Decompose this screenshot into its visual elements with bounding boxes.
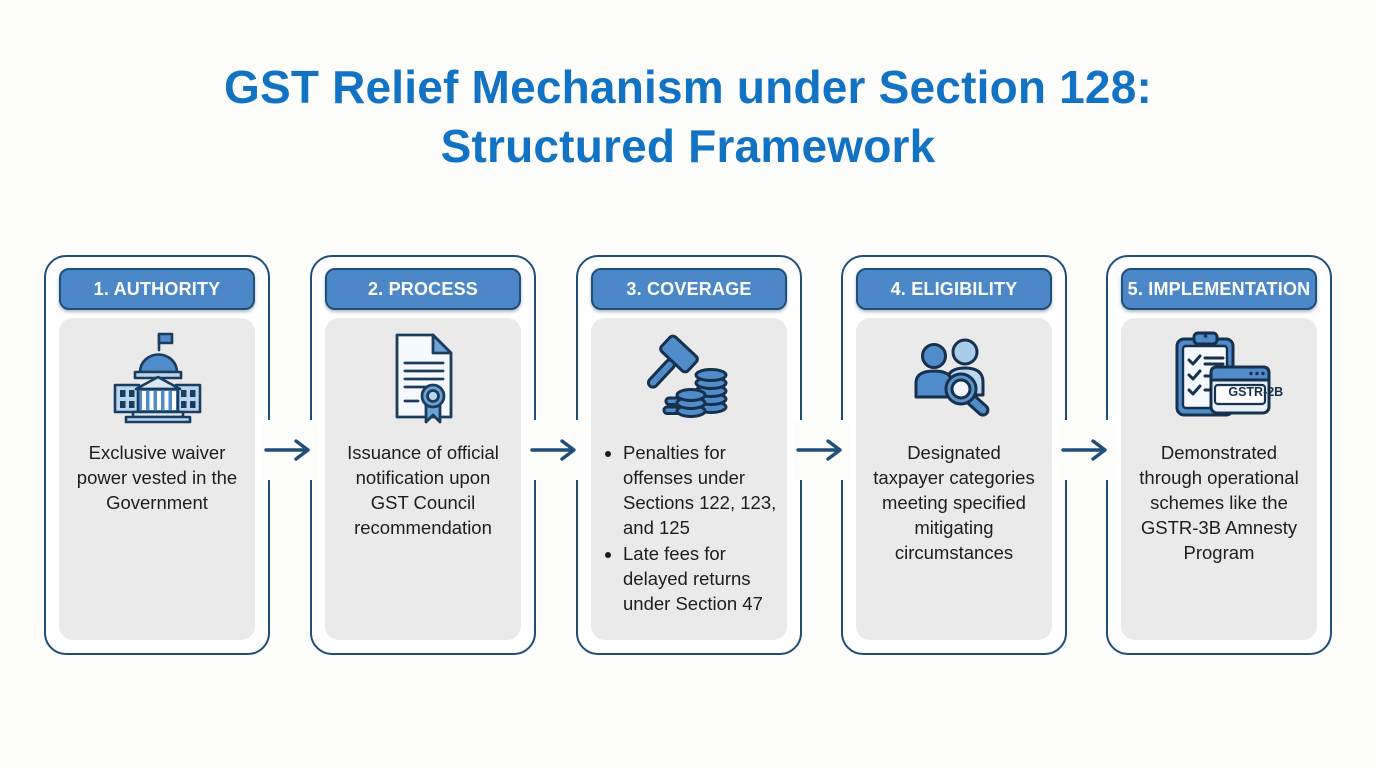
card-body-panel: Issuance of official notification upon G… (325, 318, 521, 640)
bullet-item: Penalties for offenses under Sections 12… (623, 440, 781, 540)
card-text: Exclusive waiver power vested in the Gov… (76, 442, 238, 513)
card-text: Designated taxpayer categories meeting s… (873, 442, 1035, 563)
card-implementation: 5. IMPLEMENTATION (1106, 255, 1332, 655)
right-arrow-icon (262, 420, 318, 480)
card-header-pill: 2. PROCESS (325, 268, 521, 310)
card-header-pill: 3. COVERAGE (591, 268, 787, 310)
card-coverage: 3. COVERAGE (576, 255, 802, 655)
card-header-label: 1. AUTHORITY (93, 278, 221, 299)
bullet-item: Late fees for delayed returns under Sect… (623, 541, 781, 616)
card-body-panel: GSTR-2B Demonstrated through operational… (1121, 318, 1317, 640)
card-text: Demonstrated through operational schemes… (1139, 442, 1299, 563)
card-header-pill: 4. ELIGIBILITY (856, 268, 1052, 310)
certificate-document-icon (331, 324, 515, 430)
card-body-panel: Exclusive waiver power vested in the Gov… (59, 318, 255, 640)
card-header-pill: 1. AUTHORITY (59, 268, 255, 310)
gavel-coins-icon (597, 324, 781, 430)
card-header-label: 3. COVERAGE (626, 278, 752, 299)
right-arrow-icon (528, 420, 584, 480)
card-header-label: 5. IMPLEMENTATION (1127, 278, 1311, 299)
people-search-icon (862, 324, 1046, 430)
page-title: GST Relief Mechanism under Section 128: … (223, 61, 1153, 172)
card-header-label: 2. PROCESS (367, 278, 479, 299)
right-arrow-icon (794, 420, 850, 480)
card-body-panel: Designated taxpayer categories meeting s… (856, 318, 1052, 640)
card-authority: 1. AUTHORITY (44, 255, 270, 655)
card-header-pill: 5. IMPLEMENTATION (1121, 268, 1317, 310)
card-body-panel: Penalties for offenses under Sections 12… (591, 318, 787, 640)
card-header-label: 4. ELIGIBILITY (890, 278, 1018, 299)
coverage-bullet-list: Penalties for offenses under Sections 12… (597, 440, 781, 617)
card-eligibility: 4. ELIGIBILITY Designated taxpayer categ… (841, 255, 1067, 655)
card-text: Issuance of official notification upon G… (347, 442, 499, 538)
clipboard-report-window-icon: GSTR-2B (1127, 324, 1311, 430)
government-building-icon (65, 324, 249, 430)
card-process: 2. PROCESS Issuance of official notifica… (310, 255, 536, 655)
gstr-2b-window-label: GSTR-2B (1228, 384, 1284, 399)
right-arrow-icon (1059, 420, 1115, 480)
